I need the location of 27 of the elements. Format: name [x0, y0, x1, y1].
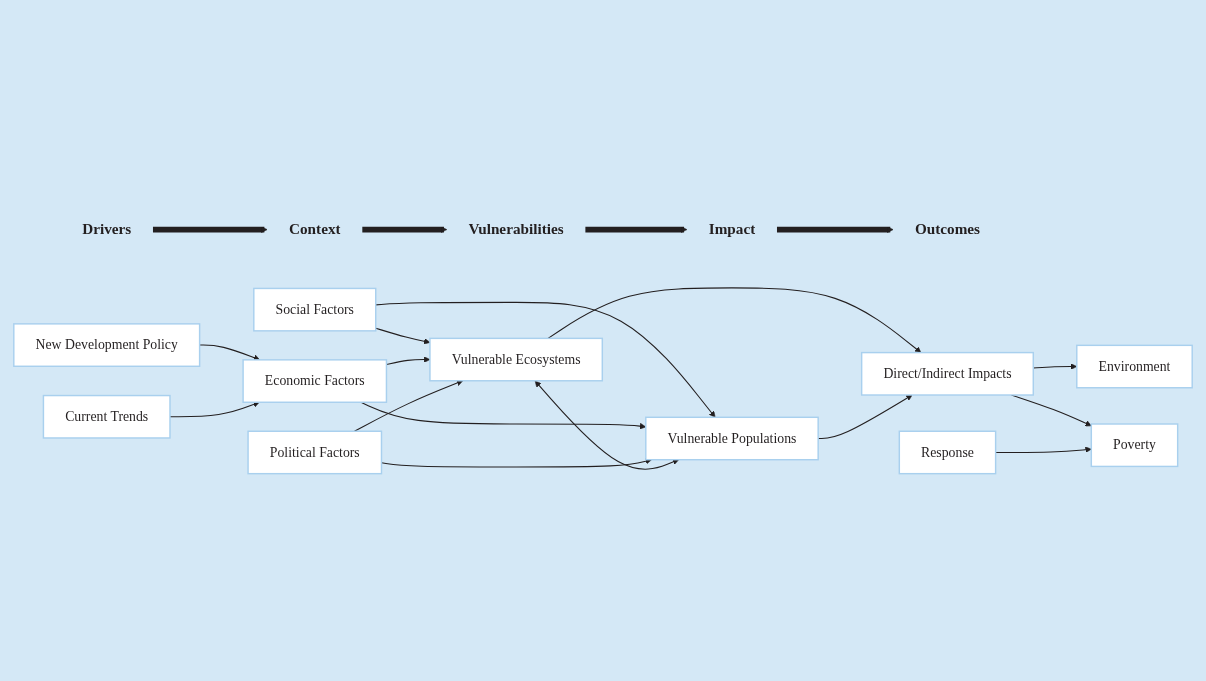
node-box: Poverty — [1090, 423, 1179, 468]
node-box: Economic Factors — [242, 359, 388, 403]
arrow — [375, 301, 716, 418]
arrow — [547, 287, 922, 353]
arrow — [199, 344, 260, 361]
node-box: Vulnerable Ecosystems — [429, 337, 604, 382]
arrow — [534, 380, 679, 470]
node-box: Political Factors — [247, 430, 383, 475]
node-box: Response — [898, 430, 997, 475]
node-box: Direct/Indirect Impacts — [860, 351, 1034, 396]
node-box: New Development Policy — [13, 323, 201, 367]
arrow — [353, 379, 464, 432]
arrow — [995, 446, 1092, 453]
arrow — [169, 401, 260, 418]
node-box: Vulnerable Populations — [645, 416, 819, 461]
node-text: Context — [288, 220, 341, 238]
node-box: Social Factors — [253, 287, 377, 332]
arrow — [777, 226, 894, 233]
arrow — [362, 226, 448, 233]
node-text: Impact — [708, 220, 756, 238]
arrow — [585, 226, 688, 233]
node-box: Current Trends — [42, 394, 171, 439]
node-box: Environment — [1076, 344, 1193, 389]
node-text: Drivers — [82, 220, 132, 238]
arrow — [152, 226, 268, 233]
node-text: Outcomes — [914, 220, 981, 238]
node-text: Vulnerabilities — [468, 220, 564, 238]
